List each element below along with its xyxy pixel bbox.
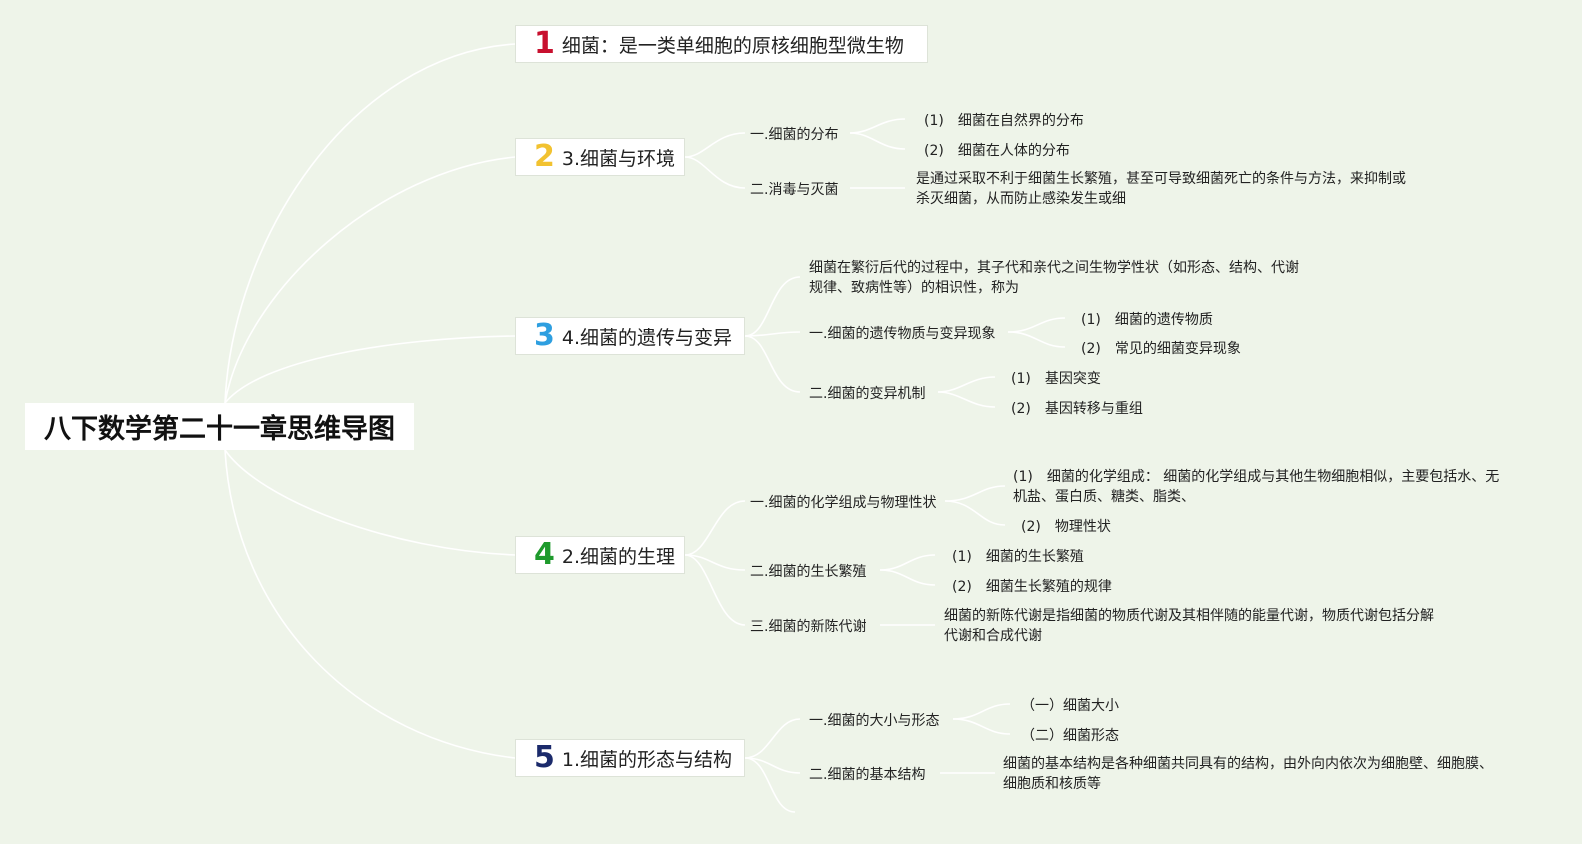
topic-number-2: 2 xyxy=(534,139,555,174)
link-root-topic-1 xyxy=(224,43,516,404)
root-topic[interactable]: 八下数学第二十一章思维导图 xyxy=(25,403,414,450)
t3-sub-2-leaf-2[interactable]: (2) 基因转移与重组 xyxy=(1011,401,1143,417)
t5-sub-2[interactable]: 二.细菌的基本结构 xyxy=(809,767,926,783)
t4-sub-2-leaf-1[interactable]: (1) 细菌的生长繁殖 xyxy=(952,549,1084,565)
link-t5-sub1 xyxy=(744,718,801,759)
t5-sub-1[interactable]: 一.细菌的大小与形态 xyxy=(809,713,940,729)
t4-sub-2[interactable]: 二.细菌的生长繁殖 xyxy=(750,564,867,580)
link-t2-sub1 xyxy=(684,132,746,158)
link-t4-sub1 xyxy=(684,500,746,556)
t3-intro-text[interactable]: 细菌在繁衍后代的过程中，其子代和亲代之间生物学性状（如形态、结构、代谢规律、致病… xyxy=(809,260,1299,296)
t5-sub-2-text[interactable]: 细菌的基本结构是各种细菌共同具有的结构，由外向内依次为细胞壁、细胞膜、细胞质和核… xyxy=(1003,756,1493,792)
link-t3s1-leaf1 xyxy=(1007,317,1066,333)
t3-sub-2[interactable]: 二.细菌的变异机制 xyxy=(809,386,926,402)
link-root-topic-3 xyxy=(224,335,516,404)
topic-1[interactable]: 1 细菌：是一类单细胞的原核细胞型微生物 xyxy=(515,25,928,63)
link-t5-sub2 xyxy=(744,757,801,774)
topic-label-3: 4.细菌的遗传与变异 xyxy=(561,326,733,349)
link-t3-sub2 xyxy=(744,335,801,393)
link-t3-sub1 xyxy=(744,331,801,337)
topic-number-1: 1 xyxy=(534,26,555,61)
topic-number-3: 3 xyxy=(534,318,555,353)
t3-sub-2-leaf-1[interactable]: (1) 基因突变 xyxy=(1011,371,1101,387)
link-t4s1-leaf1 xyxy=(944,485,1006,502)
t3-sub-1-leaf-1[interactable]: (1) 细菌的遗传物质 xyxy=(1081,312,1213,328)
link-t3-intro xyxy=(744,276,801,337)
link-t4-sub3 xyxy=(684,554,746,626)
topic-label-1: 细菌：是一类单细胞的原核细胞型微生物 xyxy=(561,34,904,57)
link-t5-extra xyxy=(744,757,796,813)
link-t4s2-leaf1 xyxy=(879,554,936,571)
link-t5s1-leaf2 xyxy=(952,718,1011,735)
t4-sub-2-leaf-2[interactable]: (2) 细菌生长繁殖的规律 xyxy=(952,579,1112,595)
link-root-topic-5 xyxy=(224,449,516,759)
t2-sub-1[interactable]: 一.细菌的分布 xyxy=(750,127,839,143)
t4-sub-3[interactable]: 三.细菌的新陈代谢 xyxy=(750,619,867,635)
link-t3s1-leaf2 xyxy=(1007,331,1066,348)
t2-sub-1-leaf-2[interactable]: (2) 细菌在人体的分布 xyxy=(924,143,1070,159)
link-t3s2-leaf1 xyxy=(937,376,996,393)
root-title: 八下数学第二十一章思维导图 xyxy=(44,414,395,445)
link-t4s2-leaf2 xyxy=(879,569,936,586)
link-root-topic-4 xyxy=(224,449,516,556)
t2-sub-1-leaf-1[interactable]: (1) 细菌在自然界的分布 xyxy=(924,113,1084,129)
t3-sub-1-leaf-2[interactable]: (2) 常见的细菌变异现象 xyxy=(1081,341,1241,357)
topic-4[interactable]: 4 2.细菌的生理 xyxy=(515,536,685,574)
link-t2-sub2 xyxy=(684,156,746,189)
link-t4s1-leaf2 xyxy=(944,500,1006,526)
topic-5[interactable]: 5 1.细菌的形态与结构 xyxy=(515,739,745,777)
topic-2[interactable]: 2 3.细菌与环境 xyxy=(515,138,685,176)
topic-number-5: 5 xyxy=(534,740,555,775)
topic-number-4: 4 xyxy=(534,537,555,572)
t4-sub-1-leaf-1[interactable]: (1) 细菌的化学组成： 细菌的化学组成与其他生物细胞相似，主要包括水、无机盐、… xyxy=(1013,469,1500,505)
link-t2s1-leaf2 xyxy=(849,132,906,150)
t4-sub-1-leaf-2[interactable]: (2) 物理性状 xyxy=(1021,519,1111,535)
link-root-topic-2 xyxy=(224,156,516,404)
t2-sub-2-text[interactable]: 是通过采取不利于细菌生长繁殖，甚至可导致细菌死亡的条件与方法，来抑制或杀灭细菌，… xyxy=(916,171,1406,207)
link-t4-sub2 xyxy=(684,554,746,571)
t4-sub-3-text[interactable]: 细菌的新陈代谢是指细菌的物质代谢及其相伴随的能量代谢，物质代谢包括分解代谢和合成… xyxy=(944,608,1434,644)
topic-label-5: 1.细菌的形态与结构 xyxy=(561,748,733,771)
t5-sub-1-leaf-1[interactable]: （一）细菌大小 xyxy=(1021,698,1119,714)
t2-sub-2[interactable]: 二.消毒与灭菌 xyxy=(750,182,839,198)
link-t5s1-leaf1 xyxy=(952,703,1011,720)
link-t2s1-leaf1 xyxy=(849,118,906,134)
t4-sub-1[interactable]: 一.细菌的化学组成与物理性状 xyxy=(750,495,937,511)
t3-sub-1[interactable]: 一.细菌的遗传物质与变异现象 xyxy=(809,326,996,342)
topic-3[interactable]: 3 4.细菌的遗传与变异 xyxy=(515,317,745,355)
topic-label-4: 2.细菌的生理 xyxy=(561,545,676,568)
t5-sub-1-leaf-2[interactable]: （二）细菌形态 xyxy=(1021,728,1119,744)
link-t3s2-leaf2 xyxy=(937,391,996,408)
topic-label-2: 3.细菌与环境 xyxy=(561,147,676,170)
